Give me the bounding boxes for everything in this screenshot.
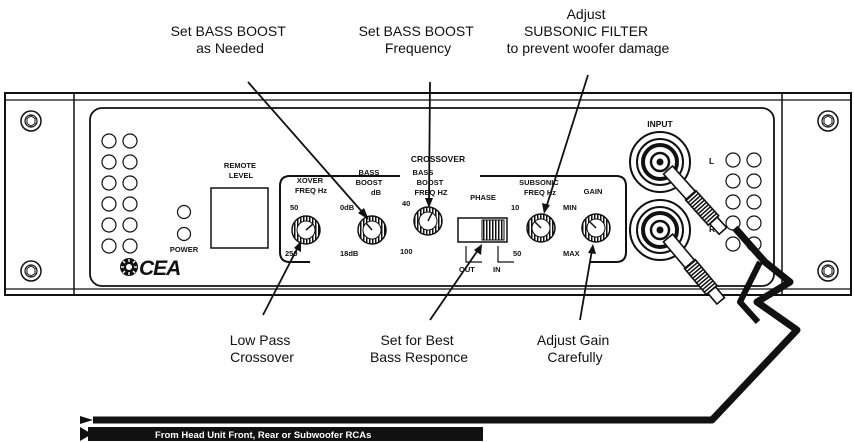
callout-phase: Set for Best Bass Responce [370, 332, 468, 365]
phase-bracket [465, 246, 514, 263]
input-l-label: L [709, 156, 714, 166]
callout-low-pass: Low Pass Crossover [230, 332, 295, 365]
cable-label: From Head Unit Front, Rear or Subwoofer … [155, 430, 371, 441]
callout-bass-boost-level: Set BASS BOOST as Needed [171, 23, 290, 56]
phase-in-label: IN [493, 265, 501, 274]
bass-boost-knob[interactable] [357, 215, 387, 245]
callout-arrows [247, 74, 596, 321]
callout-subsonic: Adjust SUBSONIC FILTER to prevent woofer… [507, 6, 670, 56]
gain-knob[interactable] [581, 213, 611, 243]
phase-out-label: OUT [459, 265, 475, 274]
rca-input-left-jack[interactable] [629, 131, 691, 193]
callout-gain: Adjust Gain Carefully [537, 332, 613, 365]
xover-min-label: 50 [290, 203, 298, 212]
xover-freq-title: XOVER FREQ Hz [295, 176, 327, 195]
phase-switch[interactable] [457, 217, 508, 243]
power-led [176, 226, 192, 242]
crossover-bracket [279, 175, 627, 263]
svg-text:CEA: CEA [139, 257, 180, 280]
bass-boost-freq-title: BASS BOOST FREQ HZ [413, 168, 448, 197]
cea-logo-icon: CEA [120, 257, 181, 280]
power-led-upper [176, 204, 192, 220]
remote-level-port[interactable] [210, 187, 269, 249]
screw-top-left [20, 110, 42, 132]
screw-bottom-left [20, 260, 42, 282]
screw-bottom-right [817, 260, 839, 282]
subsonic-title: SUBSONIC FREQ Hz [519, 178, 561, 197]
bass-boost-max-label: 18dB [340, 249, 359, 258]
gain-title: GAIN [584, 187, 603, 196]
bass-boost-freq-knob[interactable] [413, 206, 443, 236]
gain-max-label: MAX [563, 249, 580, 258]
bass-boost-freq-min-label: 40 [402, 199, 410, 208]
subsonic-min-label: 10 [511, 203, 519, 212]
screw-top-right [817, 110, 839, 132]
callout-bass-boost-freq: Set BASS BOOST Frequency [359, 23, 478, 56]
xover-max-label: 250 [285, 249, 298, 258]
gain-min-label: MIN [563, 203, 577, 212]
bass-boost-title: BASS BOOST dB [356, 168, 385, 197]
bass-boost-min-label: 0dB [340, 203, 355, 212]
power-label: POWER [170, 245, 199, 254]
vent-holes-left [101, 133, 138, 254]
crossover-header: CROSSOVER [411, 154, 465, 164]
remote-level-label: REMOTE LEVEL [224, 161, 258, 180]
rca-cable [80, 164, 801, 441]
input-r-label: R [709, 224, 715, 234]
subsonic-freq-knob[interactable] [526, 213, 556, 243]
input-label: INPUT [647, 119, 673, 129]
subsonic-max-label: 50 [513, 249, 521, 258]
phase-title: PHASE [470, 193, 496, 202]
xover-freq-knob[interactable] [291, 215, 321, 245]
bass-boost-freq-max-label: 100 [400, 247, 413, 256]
